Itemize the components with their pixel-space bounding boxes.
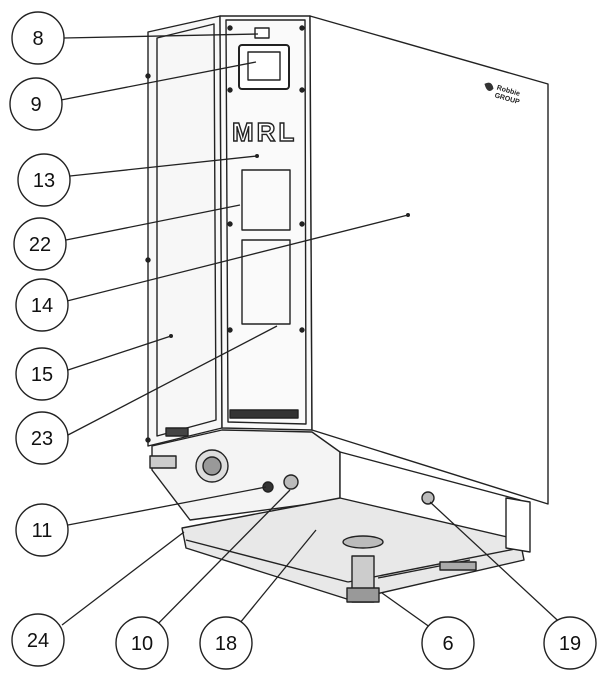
svg-text:18: 18	[215, 633, 237, 655]
callout-14: 14	[15, 278, 69, 332]
right-side-panel	[309, 15, 549, 505]
upper-window-panel	[241, 169, 291, 231]
svg-text:6: 6	[442, 633, 453, 655]
left-panel-inner	[156, 23, 217, 437]
left-panel-vent	[165, 427, 189, 437]
callout-23: 23	[15, 411, 69, 465]
leader-lines	[60, 33, 569, 641]
callout-15: 15	[15, 347, 69, 401]
svg-text:19: 19	[559, 633, 581, 655]
callout-19: 19	[543, 616, 597, 670]
display-screen	[247, 51, 281, 81]
callout-11: 11	[15, 503, 69, 557]
svg-text:10: 10	[131, 633, 153, 655]
svg-text:15: 15	[31, 364, 53, 386]
indicator-light	[254, 27, 270, 39]
callout-8: 8	[11, 11, 65, 65]
svg-text:22: 22	[29, 234, 51, 256]
callout-6: 6	[421, 616, 475, 670]
callout-10: 10	[115, 616, 169, 670]
svg-text:11: 11	[32, 520, 53, 542]
callout-9: 9	[9, 77, 63, 131]
front-panel-border	[225, 19, 307, 425]
mounting-bracket	[181, 497, 525, 601]
front-vent-strip	[229, 409, 299, 419]
brand-label: MRL	[232, 117, 297, 147]
callout-24: 24	[11, 613, 65, 667]
lower-window-panel	[241, 239, 291, 325]
callout-18: 18	[199, 616, 253, 670]
svg-text:13: 13	[33, 170, 55, 192]
callout-22: 22	[13, 217, 67, 271]
svg-text:24: 24	[27, 630, 49, 652]
port-19	[421, 491, 435, 505]
svg-text:9: 9	[30, 94, 41, 116]
callout-13: 13	[17, 153, 71, 207]
svg-text:14: 14	[31, 295, 53, 317]
port-10	[283, 474, 299, 490]
svg-text:23: 23	[31, 428, 53, 450]
svg-text:8: 8	[32, 28, 43, 50]
